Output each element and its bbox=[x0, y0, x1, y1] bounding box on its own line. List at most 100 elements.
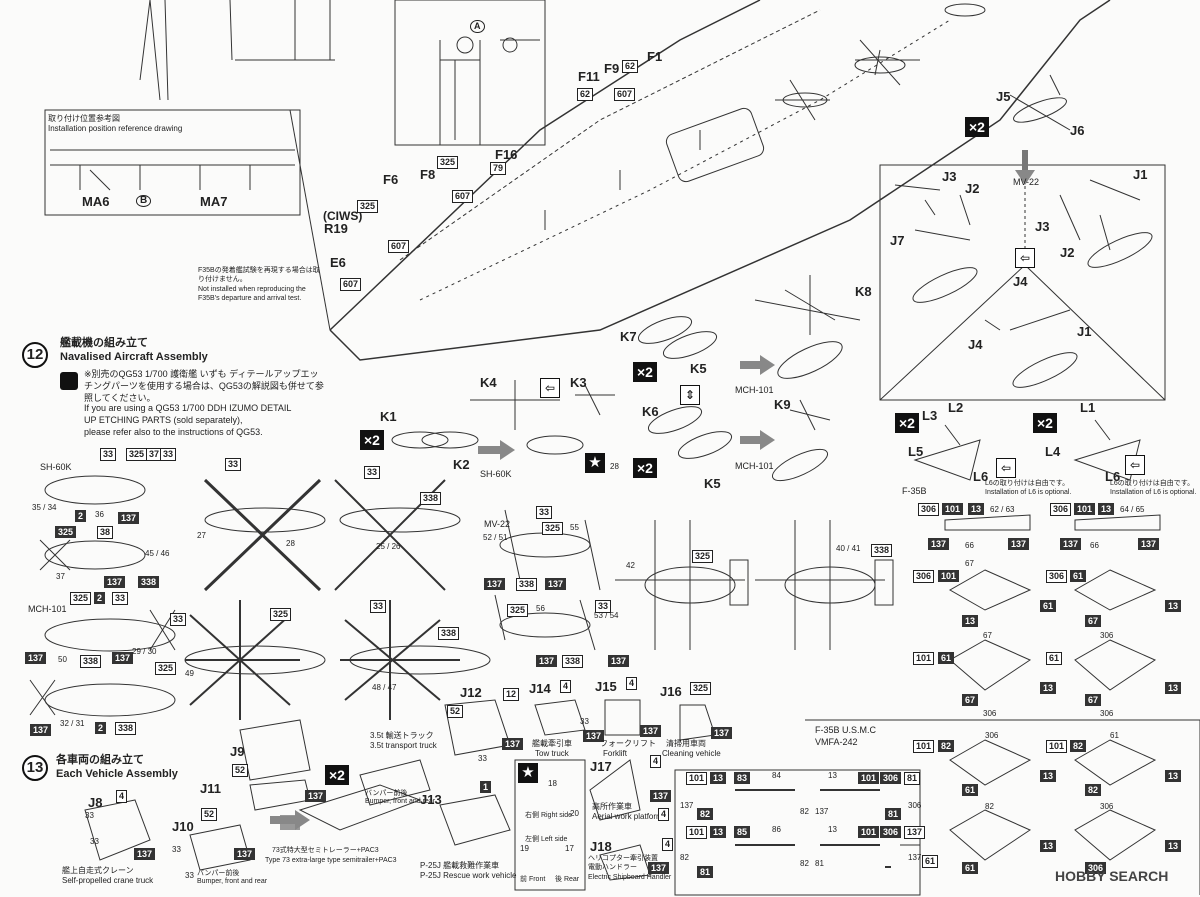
paint-number: 61 bbox=[962, 862, 979, 874]
paint-number: 67 bbox=[962, 694, 979, 706]
paint-number: 101 bbox=[858, 772, 880, 784]
paint-number: 137 bbox=[305, 790, 327, 802]
part-f11: F11 bbox=[578, 69, 600, 84]
paint-number: 338 bbox=[115, 722, 137, 735]
part-j5: J5 bbox=[996, 89, 1011, 104]
part-j2: J2 bbox=[965, 181, 980, 196]
paint-number: 13 bbox=[1165, 600, 1182, 612]
bumper-jp: バンパー前後 bbox=[365, 790, 408, 797]
paint-number: 306 bbox=[983, 709, 997, 718]
paint-number: 101 bbox=[913, 652, 935, 665]
usmc-label: F-35B U.S.M.C bbox=[815, 725, 877, 735]
direction-arrow-icon: ⇦ bbox=[540, 378, 560, 398]
paint-number: 28 bbox=[286, 539, 295, 548]
paint-number: 306 bbox=[1046, 570, 1068, 583]
paint-number: 306 bbox=[918, 503, 940, 516]
paint-number: 48 / 47 bbox=[372, 683, 397, 692]
paint-number: 61 bbox=[1040, 600, 1057, 612]
paint-number: 40 / 41 bbox=[836, 544, 861, 553]
forklift-jp: フォークリフト bbox=[600, 739, 656, 748]
paint-number: 82 bbox=[800, 859, 809, 868]
trailer-jp: 73式特大型セミトレーラー+PAC3 bbox=[272, 847, 379, 854]
paint-number: 137 bbox=[583, 730, 605, 742]
paint-number: 4 bbox=[650, 755, 662, 768]
direction-arrow-icon: ⇦ bbox=[1015, 248, 1035, 268]
paint-number: 137 bbox=[815, 807, 829, 816]
mv22-label: MV-22 bbox=[1013, 177, 1040, 187]
part-j10: J10 bbox=[172, 819, 194, 834]
paint-number: 1 bbox=[480, 781, 492, 793]
paint-number: 13 bbox=[1165, 682, 1182, 694]
paint-number: 33 bbox=[85, 811, 94, 820]
paint-number: 137 bbox=[680, 801, 694, 810]
paint-number: 4 bbox=[116, 790, 128, 803]
paint-number: 50 bbox=[58, 655, 67, 664]
paint-number: 67 bbox=[1085, 615, 1102, 627]
crane-en: Self-propelled crane truck bbox=[62, 876, 154, 885]
f35b-note-en: Not installed when reproducing the F35B'… bbox=[198, 286, 306, 302]
part-j9: J9 bbox=[230, 744, 245, 759]
part-l5: L5 bbox=[908, 444, 924, 459]
paint-number: 49 bbox=[185, 669, 194, 678]
paint-number: 13 bbox=[828, 771, 837, 780]
paint-number: 13 bbox=[1040, 840, 1057, 852]
part-j14: J14 bbox=[529, 681, 551, 696]
paint-number: 101 bbox=[686, 772, 708, 785]
part-k6: K6 bbox=[642, 404, 659, 419]
part-j12: J12 bbox=[460, 685, 482, 700]
step-12-note-en1: If you are using a QG53 1/700 DDH IZUMO … bbox=[84, 403, 292, 413]
paint-number: 61 bbox=[1070, 570, 1087, 582]
paint-number: 137 bbox=[1008, 538, 1030, 550]
paint-number: 325 bbox=[507, 604, 529, 617]
paint-number: 67 bbox=[965, 559, 974, 568]
paint-number: 33 bbox=[364, 466, 381, 479]
aerial-jp: 高所作業車 bbox=[592, 802, 632, 811]
cleaning-en: Cleaning vehicle bbox=[662, 749, 721, 758]
star-part-number: 17 bbox=[565, 844, 574, 853]
part-j11: J11 bbox=[200, 781, 221, 796]
paint-number: 137 bbox=[640, 725, 662, 737]
paint-number: 338 bbox=[138, 576, 160, 588]
paint-number: 67 bbox=[1085, 694, 1102, 706]
paint-number: 52 bbox=[447, 705, 464, 718]
paint-number: 66 bbox=[965, 541, 974, 550]
paint-number: 33 bbox=[112, 592, 129, 605]
paint-number: 325 bbox=[270, 608, 292, 621]
paint-number: 306 bbox=[1085, 862, 1107, 874]
paint-number: 82 bbox=[985, 802, 994, 811]
paint-number: 137 bbox=[650, 790, 672, 802]
f35b-note-jp: F35Bの発着艦試験を再現する場合は取り付けません。 bbox=[198, 267, 320, 283]
sh60k-label: SH-60K bbox=[40, 462, 72, 472]
forklift-en: Forklift bbox=[603, 749, 627, 758]
part-ma7: MA7 bbox=[200, 194, 228, 209]
ciws-label: (CIWS) bbox=[323, 209, 363, 223]
part-k5: K5 bbox=[704, 476, 721, 491]
paint-number: 101 bbox=[938, 570, 960, 582]
paint-number: 13 bbox=[962, 615, 979, 627]
paint-number: 137 bbox=[104, 576, 126, 588]
paint-number: 137 bbox=[234, 848, 256, 860]
paint-number: 306 bbox=[880, 826, 902, 838]
part-r19: R19 bbox=[324, 221, 348, 236]
part-j17: J17 bbox=[590, 759, 612, 774]
mch101-label: MCH-101 bbox=[735, 385, 774, 395]
paint-number: 325 bbox=[690, 682, 712, 695]
paint-number: 36 bbox=[95, 510, 104, 519]
p25-jp: P-25J 艦載救難作業車 bbox=[420, 861, 500, 870]
paint-number: 33 bbox=[170, 613, 187, 626]
step-13-title-en: Each Vehicle Assembly bbox=[56, 768, 178, 780]
part-l6: L6 bbox=[1105, 469, 1121, 484]
paint-number bbox=[885, 866, 891, 868]
paint-number: 306 bbox=[913, 570, 935, 583]
paint-number: 137 bbox=[536, 655, 558, 667]
part-k9: K9 bbox=[774, 397, 791, 412]
paint-number: 29 / 30 bbox=[132, 647, 157, 656]
paint-number: 53 / 54 bbox=[594, 611, 619, 620]
part-f1: F1 bbox=[647, 49, 663, 64]
paint-607: 607 bbox=[452, 190, 474, 203]
paint-number: 137 bbox=[1060, 538, 1082, 550]
paint-number: 4 bbox=[662, 838, 674, 851]
paint-number: 42 bbox=[626, 561, 635, 570]
paint-number: 35 / 34 bbox=[32, 503, 57, 512]
paint-number: 137 bbox=[908, 853, 922, 862]
